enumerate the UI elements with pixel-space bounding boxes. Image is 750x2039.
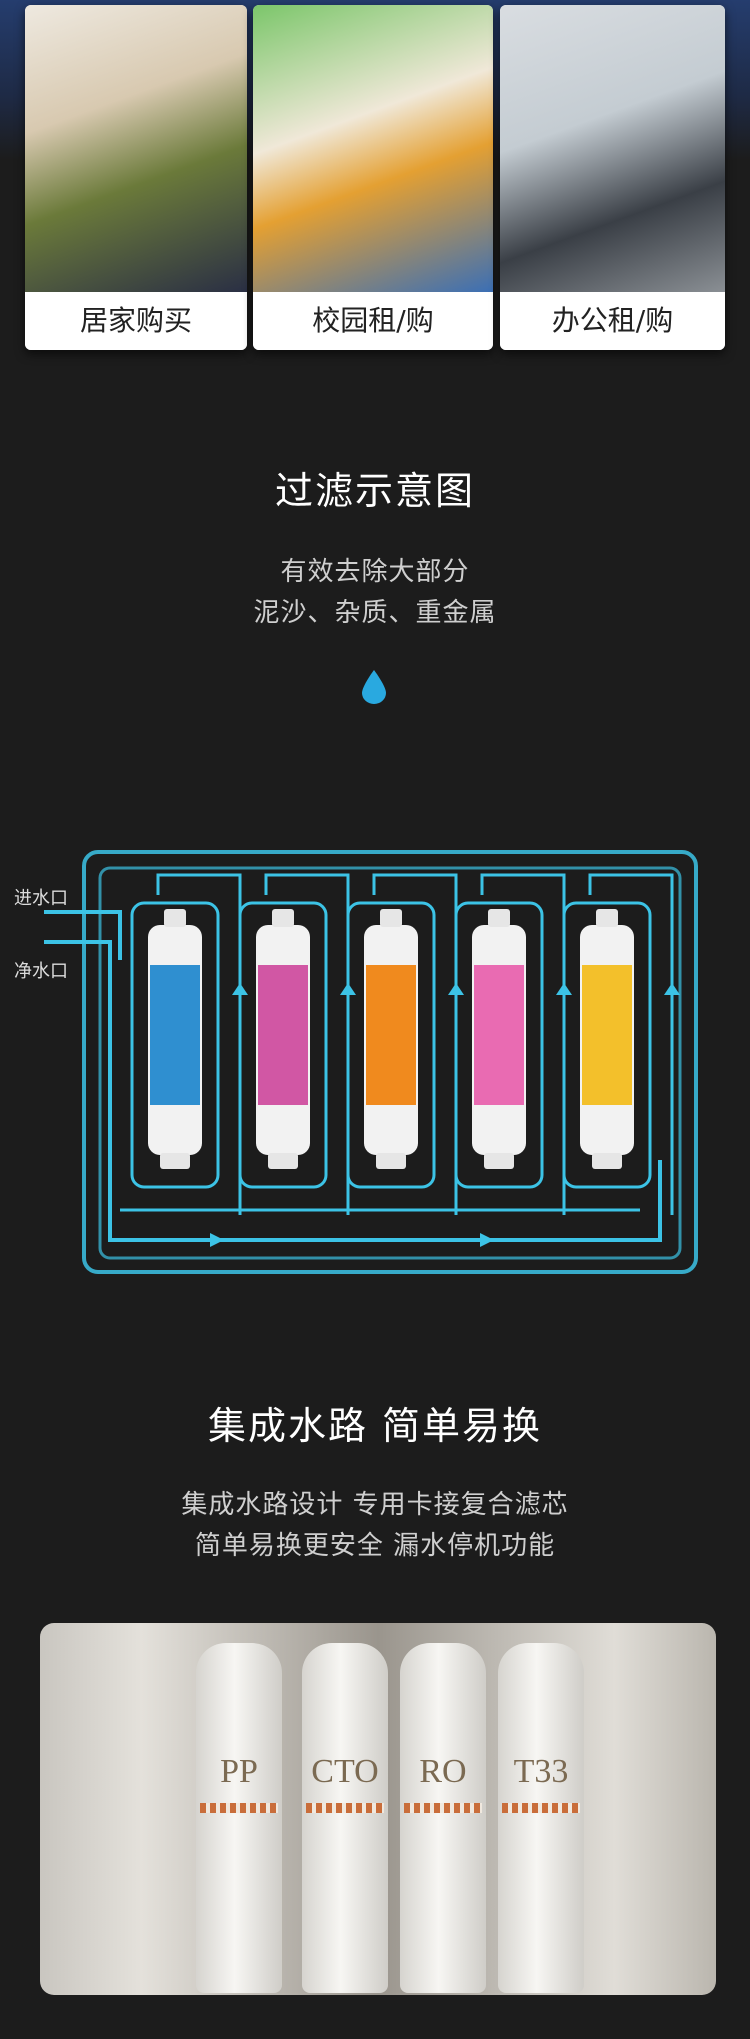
bottom-flow-arrow-1 (210, 1233, 224, 1247)
flow-arrow-3 (448, 983, 464, 995)
filter-ro-band (404, 1803, 482, 1813)
scenario-card-school[interactable]: 校园租/购 (253, 5, 493, 350)
filtration-diagram (44, 850, 698, 1274)
filter-cartridge-2 (238, 873, 350, 1215)
scenario-label-school: 校园租/购 (253, 292, 493, 350)
scenario-label-office: 办公租/购 (500, 292, 725, 350)
integrated-subtitle-line2: 简单易换更安全 漏水停机功能 (194, 1531, 556, 1561)
filter-pp-label: PP (220, 1753, 258, 1790)
bottom-flow-arrow-2 (480, 1233, 494, 1247)
flow-arrow-1 (232, 983, 248, 995)
office-photo (500, 5, 725, 292)
filter-ro-label: RO (419, 1753, 467, 1790)
flow-arrow-4 (556, 983, 572, 995)
outlet-label: 净水口 (14, 961, 68, 982)
inlet-pipe (44, 910, 122, 960)
filter-cto: CTO (302, 1643, 388, 1993)
outer-frame (82, 850, 698, 1274)
inner-frame (98, 866, 682, 1260)
family-photo (25, 5, 247, 292)
filter-t33-band (502, 1803, 580, 1813)
filter-pp-band (200, 1803, 278, 1813)
classroom-photo (253, 5, 493, 292)
flow-arrow-2 (340, 983, 356, 995)
filter-cartridge-4 (454, 873, 566, 1215)
scenario-cards: 居家购买 校园租/购 办公租/购 (25, 5, 725, 350)
inlet-label: 进水口 (14, 888, 68, 909)
filter-ro: RO (400, 1643, 486, 1993)
filter-subtitle-line2: 泥沙、杂质、重金属 (253, 598, 497, 628)
filter-cto-label: CTO (311, 1753, 379, 1790)
water-drop-icon (362, 670, 386, 704)
filter-cartridge-5 (562, 873, 674, 1215)
filter-subtitle-line1: 有效去除大部分 (280, 557, 470, 587)
filter-t33: T33 (498, 1643, 584, 1993)
filter-pp: PP (196, 1643, 282, 1993)
outlet-pipe (44, 940, 662, 1242)
flow-arrow-5 (664, 983, 680, 995)
filter-cartridge-3 (346, 873, 458, 1215)
filter-t33-label: T33 (513, 1753, 569, 1790)
scenario-card-home[interactable]: 居家购买 (25, 5, 247, 350)
integrated-section-title: 集成水路 简单易换 (207, 1404, 543, 1448)
scenario-card-office[interactable]: 办公租/购 (500, 5, 725, 350)
filter-section-title: 过滤示意图 (274, 469, 475, 513)
scenario-label-home: 居家购买 (25, 292, 247, 350)
integrated-subtitle-line1: 集成水路设计 专用卡接复合滤芯 (181, 1490, 569, 1520)
filter-cartridge-1 (130, 873, 242, 1215)
filter-cartridges-photo: PP CTO RO T33 (40, 1623, 716, 1995)
filter-cto-band (306, 1803, 384, 1813)
